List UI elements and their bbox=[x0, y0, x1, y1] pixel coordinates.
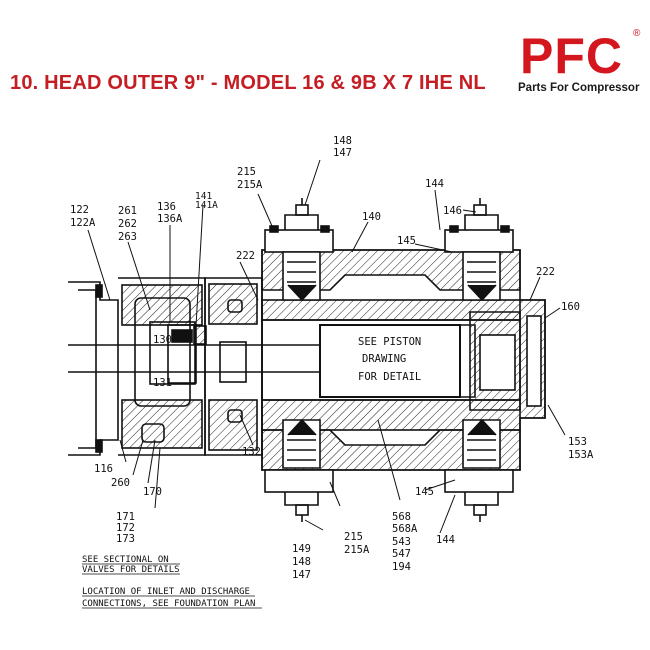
callout-568a: 568A bbox=[392, 523, 418, 535]
note-location-line-1: LOCATION OF INLET AND DISCHARGE bbox=[82, 587, 250, 597]
callout-141: 141 bbox=[195, 191, 212, 202]
callout-122: 122 bbox=[70, 204, 89, 216]
callout-149: 149 bbox=[292, 543, 311, 555]
callout-147: 147 bbox=[333, 147, 352, 159]
note-location-line-2: CONNECTIONS, SEE FOUNDATION PLAN bbox=[82, 599, 255, 609]
callout-144-bottom: 144 bbox=[436, 534, 455, 546]
center-note-line-2: DRAWING bbox=[362, 353, 406, 365]
callout-146: 146 bbox=[443, 205, 462, 217]
registered-mark: ® bbox=[633, 28, 641, 39]
callout-145: 145 bbox=[397, 235, 416, 247]
page-title: 10. HEAD OUTER 9" - MODEL 16 & 9B X 7 IH… bbox=[10, 72, 486, 94]
callout-172: 172 bbox=[116, 522, 135, 534]
callout-153a: 153A bbox=[568, 449, 594, 461]
callout-131: 131 bbox=[153, 377, 172, 389]
callout-145-bottom: 145 bbox=[415, 486, 434, 498]
logo-tagline: Parts For Compressor bbox=[518, 82, 640, 94]
callout-116: 116 bbox=[94, 463, 113, 475]
callout-215: 215 bbox=[237, 166, 256, 178]
center-note-line-3: FOR DETAIL bbox=[358, 371, 421, 383]
callout-160: 160 bbox=[561, 301, 580, 313]
callout-262: 262 bbox=[118, 218, 137, 230]
callout-144: 144 bbox=[425, 178, 444, 190]
callout-132: 132 bbox=[242, 446, 261, 458]
callout-147-bottom: 147 bbox=[292, 569, 311, 581]
callout-215-bottom: 215 bbox=[344, 531, 363, 543]
callout-140: 140 bbox=[362, 211, 381, 223]
callout-222-left: 222 bbox=[236, 250, 255, 262]
callout-136: 136 bbox=[157, 201, 176, 213]
callout-260: 260 bbox=[111, 477, 130, 489]
callout-148: 148 bbox=[333, 135, 352, 147]
diagram-drawing bbox=[68, 159, 566, 609]
callout-543: 543 bbox=[392, 536, 411, 548]
logo-letters: PFC bbox=[520, 28, 623, 84]
note-sectional-line-1: SEE SECTIONAL ON bbox=[82, 555, 169, 565]
callout-122a: 122A bbox=[70, 217, 96, 229]
pfc-logo: PFC ® Parts For Compressor bbox=[518, 28, 643, 98]
callout-153: 153 bbox=[568, 436, 587, 448]
callout-173: 173 bbox=[116, 533, 135, 545]
callout-136a: 136A bbox=[157, 213, 183, 225]
callout-547: 547 bbox=[392, 548, 411, 560]
callout-568: 568 bbox=[392, 511, 411, 523]
callout-263: 263 bbox=[118, 231, 137, 243]
callout-194: 194 bbox=[392, 561, 411, 573]
callout-141a: 141A bbox=[195, 200, 218, 211]
callout-130: 130 bbox=[153, 334, 172, 346]
callout-215a: 215A bbox=[237, 179, 263, 191]
callout-170: 170 bbox=[143, 486, 162, 498]
callout-222-right: 222 bbox=[536, 266, 555, 278]
callout-171: 171 bbox=[116, 511, 135, 523]
note-sectional-line-2: VALVES FOR DETAILS bbox=[82, 565, 180, 575]
callout-148-bottom: 148 bbox=[292, 556, 311, 568]
callout-215a-bottom: 215A bbox=[344, 544, 370, 556]
center-note-line-1: SEE PISTON bbox=[358, 336, 421, 348]
callout-261: 261 bbox=[118, 205, 137, 217]
